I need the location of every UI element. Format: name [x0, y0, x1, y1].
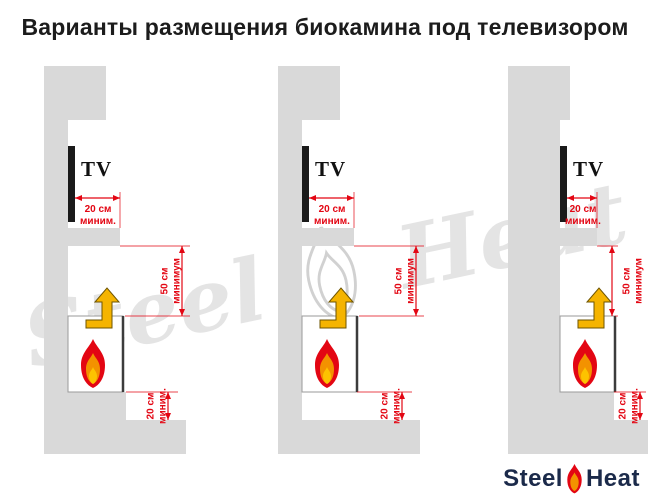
floor-gap-dimension: 20 см миним. [614, 388, 646, 424]
fireplace [301, 315, 359, 393]
flame-icon [81, 339, 105, 388]
svg-text:50 см: 50 см [622, 268, 633, 295]
svg-text:20 см: 20 см [380, 393, 391, 420]
floor-gap-dimension: 20 см миним. [126, 388, 178, 424]
tv-label: TV [315, 157, 346, 181]
svg-text:20 см: 20 см [319, 204, 346, 215]
gap-dimension: 50 см минимум [354, 245, 424, 317]
svg-text:20 см: 20 см [618, 393, 629, 420]
shelf-depth-dimension: 20 см миним. [75, 192, 121, 228]
svg-text:20 см: 20 см [85, 204, 112, 215]
svg-text:миним.: миним. [158, 388, 169, 424]
logo-steel: Steel [503, 465, 563, 492]
flame-icon [573, 339, 597, 388]
svg-text:миним.: миним. [392, 388, 403, 424]
diagram-variant-3: TV 20 см миним. 50 см минимум 20 см мини… [508, 66, 648, 454]
svg-text:20 см: 20 см [146, 393, 157, 420]
wall-profile [508, 66, 648, 454]
wall-profile [44, 66, 186, 454]
diagram-variant-2: TV 20 см миним. 50 см минимум 20 см мини… [278, 66, 424, 454]
gap-dimension: 50 см минимум [597, 245, 645, 317]
svg-text:20 см: 20 см [570, 204, 597, 215]
tv-screen [560, 146, 567, 222]
tv-screen [302, 146, 309, 222]
floor-gap-dimension: 20 см миним. [357, 388, 412, 424]
svg-text:миним.: миним. [630, 388, 641, 424]
svg-text:50 см: 50 см [394, 268, 405, 295]
fireplace [67, 315, 125, 393]
gap-dimension: 50 см минимум [120, 245, 190, 317]
airflow-arrow-icon [85, 287, 121, 329]
svg-text:минимум: минимум [406, 258, 417, 304]
fireplace [559, 315, 617, 393]
tv-label: TV [81, 157, 112, 181]
tv-label: TV [573, 157, 604, 181]
airflow-arrow-icon [319, 287, 355, 329]
svg-text:минимум: минимум [634, 258, 645, 304]
flame-icon [315, 339, 339, 388]
svg-text:миним.: миним. [565, 216, 601, 227]
svg-text:50 см: 50 см [160, 268, 171, 295]
wall-profile [278, 66, 420, 454]
airflow-arrow-icon [577, 287, 613, 329]
svg-text:миним.: миним. [80, 216, 116, 227]
page-title: Варианты размещения биокамина под телеви… [21, 14, 629, 40]
tv-screen [68, 146, 75, 222]
diagram-variant-1: TV 20 см миним. 50 см минимум 20 см мини… [44, 66, 190, 454]
shelf-depth-dimension: 20 см миним. [309, 192, 355, 228]
brand-logo: Steel Heat [503, 464, 640, 494]
logo-heat: Heat [585, 465, 640, 492]
logo-flame-icon [567, 464, 582, 494]
svg-text:миним.: миним. [314, 216, 350, 227]
svg-text:минимум: минимум [172, 258, 183, 304]
shelf-depth-dimension: 20 см миним. [565, 192, 601, 228]
